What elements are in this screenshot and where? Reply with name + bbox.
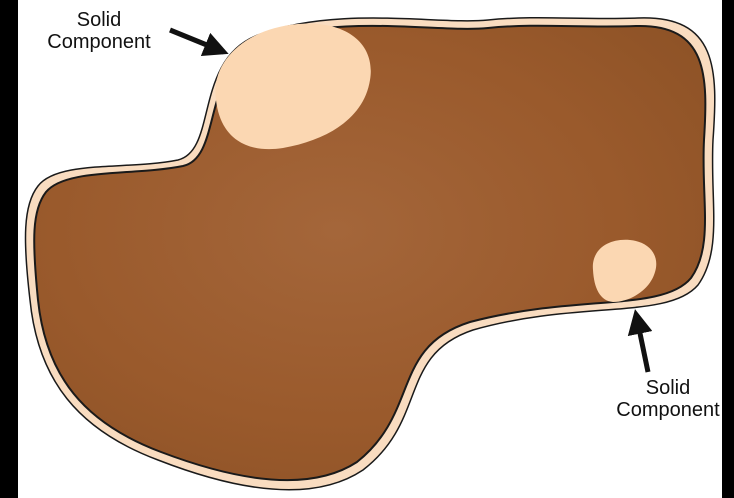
label-bottom-line2: Component <box>593 399 722 421</box>
label-bottom-line1: Solid <box>593 377 722 399</box>
particle-diagram <box>18 0 722 498</box>
label-solid-component-bottom: Solid Component <box>593 377 722 421</box>
label-solid-component-top: Solid Component <box>18 9 184 53</box>
label-top-line2: Component <box>18 31 184 53</box>
diagram-canvas: Solid Component Solid Component <box>18 0 722 498</box>
label-top-line1: Solid <box>18 9 184 31</box>
arrow-right <box>636 314 648 372</box>
